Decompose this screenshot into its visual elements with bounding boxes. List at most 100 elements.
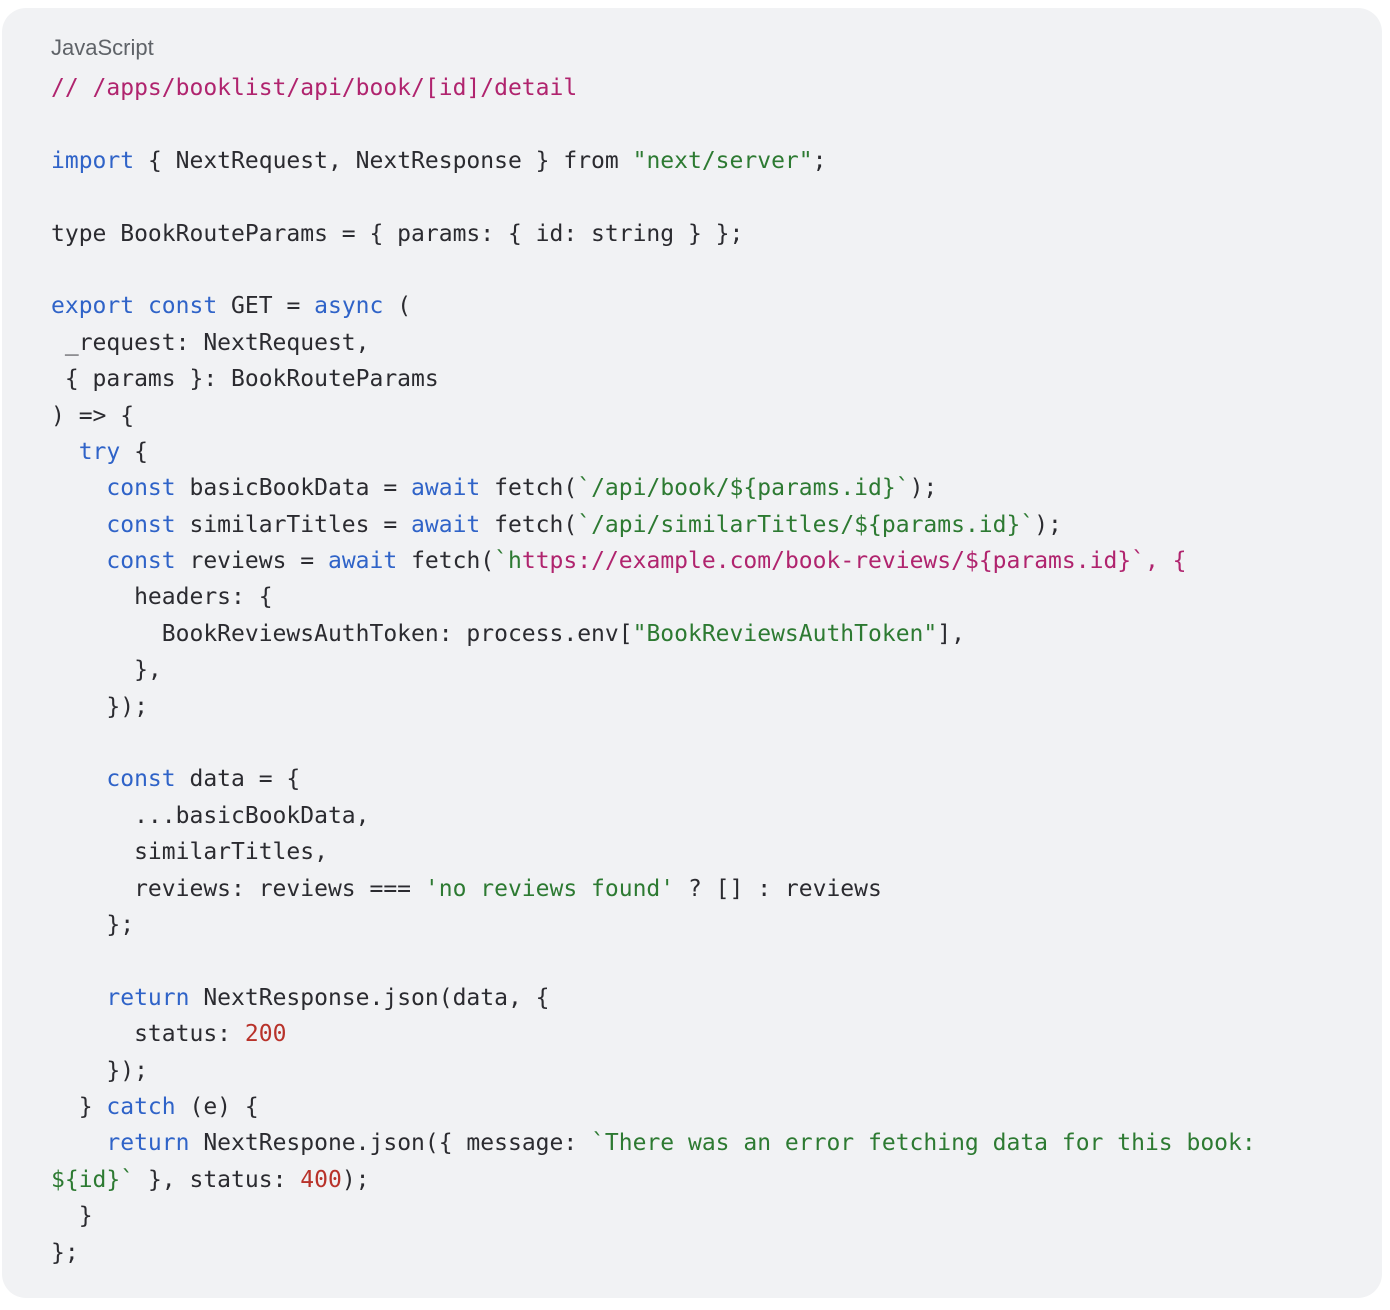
code-line: }); (51, 689, 1362, 725)
code-text: { (120, 438, 148, 465)
code-text: BookReviewsAuthToken: process.env[ (51, 620, 633, 647)
code-text: ? [] : reviews (674, 875, 882, 902)
code-line (51, 106, 1362, 142)
code-snippet-card: JavaScript // /apps/booklist/api/book/[i… (2, 8, 1382, 1298)
code-text: NextRespone.json({ message: (189, 1130, 592, 1157)
code-line: ...basicBookData, (51, 798, 1362, 834)
code-string: `There was an error fetching data for th… (591, 1130, 1256, 1157)
code-line: reviews: reviews === 'no reviews found' … (51, 871, 1362, 907)
code-text: status: (51, 1021, 245, 1048)
code-text: { params }: BookRouteParams (51, 366, 439, 393)
code-comment: ttps://example.com/book-reviews/${params… (521, 548, 1187, 575)
code-text: { NextRequest, NextResponse } from (134, 147, 633, 174)
code-text: reviews = (175, 548, 328, 575)
code-text: } (51, 1203, 93, 1230)
code-line: import { NextRequest, NextResponse } fro… (51, 143, 1362, 179)
code-text: similarTitles, (51, 839, 328, 866)
code-string: 'no reviews found' (424, 875, 675, 902)
code-line: ) => { (51, 398, 1362, 434)
code-text: ( (383, 293, 412, 320)
code-text: }, status: (134, 1166, 301, 1193)
code-line: }, (51, 652, 1362, 688)
code-text (51, 475, 106, 501)
code-line (51, 252, 1362, 288)
code-text: ; (812, 147, 827, 174)
language-label: JavaScript (51, 35, 154, 60)
code-line: BookReviewsAuthToken: process.env["BookR… (51, 616, 1362, 652)
code-text: data = { (175, 766, 301, 793)
code-text: (e) { (175, 1093, 259, 1120)
code-line (51, 179, 1362, 215)
code-text: _request: NextRequest, (51, 329, 370, 356)
code-line: } catch (e) { (51, 1089, 1362, 1125)
code-keyword: try (78, 438, 121, 465)
code-string: "BookReviewsAuthToken" (632, 620, 938, 647)
code-text: }); (51, 693, 148, 720)
code-text: GET = (217, 293, 315, 320)
code-line: const reviews = await fetch(`https://exa… (51, 543, 1362, 579)
code-string: `/api/similarTitles/${params.id}` (577, 511, 1035, 538)
code-text (51, 766, 106, 792)
code-line: try { (51, 434, 1362, 470)
code-keyword: import (51, 147, 135, 174)
code-text: headers: { (51, 584, 273, 611)
code-text: }, (51, 657, 162, 684)
code-text: }; (51, 911, 135, 938)
code-line: const basicBookData = await fetch(`/api/… (51, 470, 1362, 506)
code-line: } (51, 1198, 1362, 1234)
code-text (51, 439, 79, 465)
code-text: ); (341, 1166, 370, 1193)
code-line: const data = { (51, 761, 1362, 797)
code-block[interactable]: // /apps/booklist/api/book/[id]/detail i… (51, 70, 1362, 1271)
code-text: fetch( (480, 511, 578, 538)
code-keyword: const (106, 548, 176, 575)
code-keyword: const (106, 475, 176, 502)
code-number: 200 (244, 1021, 287, 1048)
code-line: // /apps/booklist/api/book/[id]/detail (51, 70, 1362, 106)
code-string: ${id}` (51, 1166, 135, 1193)
code-line: const similarTitles = await fetch(`/api/… (51, 507, 1362, 543)
code-string: `/api/book/${params.id}` (577, 475, 910, 502)
code-line: }; (51, 907, 1362, 943)
code-keyword: export (51, 293, 135, 320)
code-line: ${id}` }, status: 400); (51, 1162, 1362, 1198)
code-line: similarTitles, (51, 834, 1362, 870)
code-text: ); (909, 475, 938, 502)
code-keyword: return (106, 1130, 190, 1157)
code-text (134, 293, 148, 319)
code-line: return NextRespone.json({ message: `Ther… (51, 1125, 1362, 1161)
code-line: status: 200 (51, 1016, 1362, 1052)
code-line: }; (51, 1235, 1362, 1271)
code-text (51, 512, 106, 538)
code-line: headers: { (51, 579, 1362, 615)
code-line (51, 943, 1362, 979)
code-keyword: await (411, 511, 481, 538)
code-keyword: async (314, 293, 384, 320)
code-text: ], (937, 620, 965, 647)
code-keyword: const (106, 511, 176, 538)
code-string: `h (494, 548, 522, 575)
code-text: }); (51, 1057, 148, 1084)
code-line: _request: NextRequest, (51, 325, 1362, 361)
code-text: reviews: reviews === (51, 875, 425, 902)
code-keyword: catch (106, 1093, 176, 1120)
code-text: type BookRouteParams = { params: { id: s… (51, 220, 744, 247)
code-text: similarTitles = (175, 511, 412, 538)
code-text: ) => { (51, 402, 135, 429)
code-line: return NextResponse.json(data, { (51, 980, 1362, 1016)
code-text: }; (51, 1239, 79, 1266)
code-text: fetch( (480, 475, 578, 502)
code-line: type BookRouteParams = { params: { id: s… (51, 216, 1362, 252)
code-keyword: const (147, 293, 218, 320)
code-keyword: await (327, 548, 398, 575)
code-text: fetch( (397, 548, 495, 575)
code-comment: // /apps/booklist/api/book/[id]/detail (51, 75, 578, 101)
code-line: export const GET = async ( (51, 288, 1362, 324)
code-text: basicBookData = (175, 475, 412, 502)
code-line: }); (51, 1053, 1362, 1089)
code-text: } (51, 1093, 107, 1120)
code-text: ...basicBookData, (51, 802, 370, 829)
code-number: 400 (300, 1166, 342, 1193)
code-keyword: const (106, 766, 176, 793)
code-text: ); (1034, 511, 1062, 538)
